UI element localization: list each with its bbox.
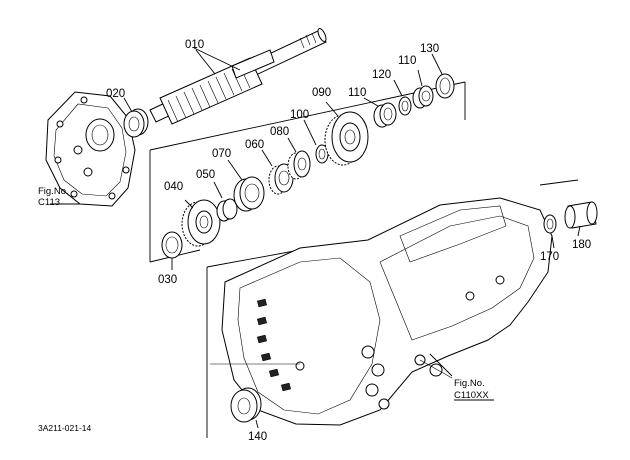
label-040: 040: [164, 181, 183, 193]
label-120: 120: [372, 69, 391, 81]
fig-ref-right: Fig.No. C110XX: [454, 378, 494, 401]
label-020: 020: [106, 88, 125, 100]
label-110b: 110: [398, 55, 416, 67]
leader-lines: [50, 49, 581, 429]
label-170: 170: [540, 251, 559, 263]
label-080: 080: [270, 126, 289, 138]
snap-ring-130: [435, 73, 455, 99]
circlip-100: [315, 144, 329, 164]
label-100: 100: [290, 109, 309, 121]
oil-seal-140: [230, 387, 262, 423]
label-060: 060: [245, 139, 264, 151]
main-shaft-010: [149, 28, 327, 125]
assembly-frame: [149, 81, 466, 263]
fig-ref-left: Fig.No. C113: [38, 186, 69, 208]
fig-ref-right-line1: Fig.No.: [454, 378, 485, 389]
part-labels: 010 020 030 040 050 070 060 080 100 090 …: [106, 39, 591, 443]
front-cover: [45, 91, 136, 207]
label-050: 050: [196, 169, 215, 181]
gear-040: [181, 199, 221, 247]
bearing-110b: [412, 85, 434, 109]
bearing-050: [216, 198, 238, 222]
housing-frame: [206, 179, 579, 438]
label-110a: 110: [348, 87, 366, 99]
label-090: 090: [312, 87, 331, 99]
collar-070: [233, 176, 265, 212]
fig-ref-right-line2: C110XX: [454, 390, 489, 401]
drawing-code: 3A211-021-14: [38, 423, 92, 433]
fig-ref-left-line1: Fig.No.: [38, 186, 69, 197]
gear-090: [324, 111, 369, 166]
washer-120: [398, 96, 412, 116]
fig-ref-left-line2: C113: [38, 197, 60, 208]
gear-080: [287, 150, 311, 180]
label-140: 140: [248, 431, 267, 443]
label-130: 130: [420, 43, 439, 55]
label-010: 010: [185, 39, 204, 51]
label-070: 070: [212, 148, 231, 160]
washer-030: [161, 231, 183, 259]
bearing-110a: [373, 102, 397, 128]
label-030: 030: [158, 274, 177, 286]
transmission-housing: [210, 197, 553, 426]
ring-170: [543, 214, 557, 234]
bearing-020: [123, 108, 149, 138]
label-180: 180: [572, 239, 591, 251]
sleeve-180: [564, 201, 598, 229]
